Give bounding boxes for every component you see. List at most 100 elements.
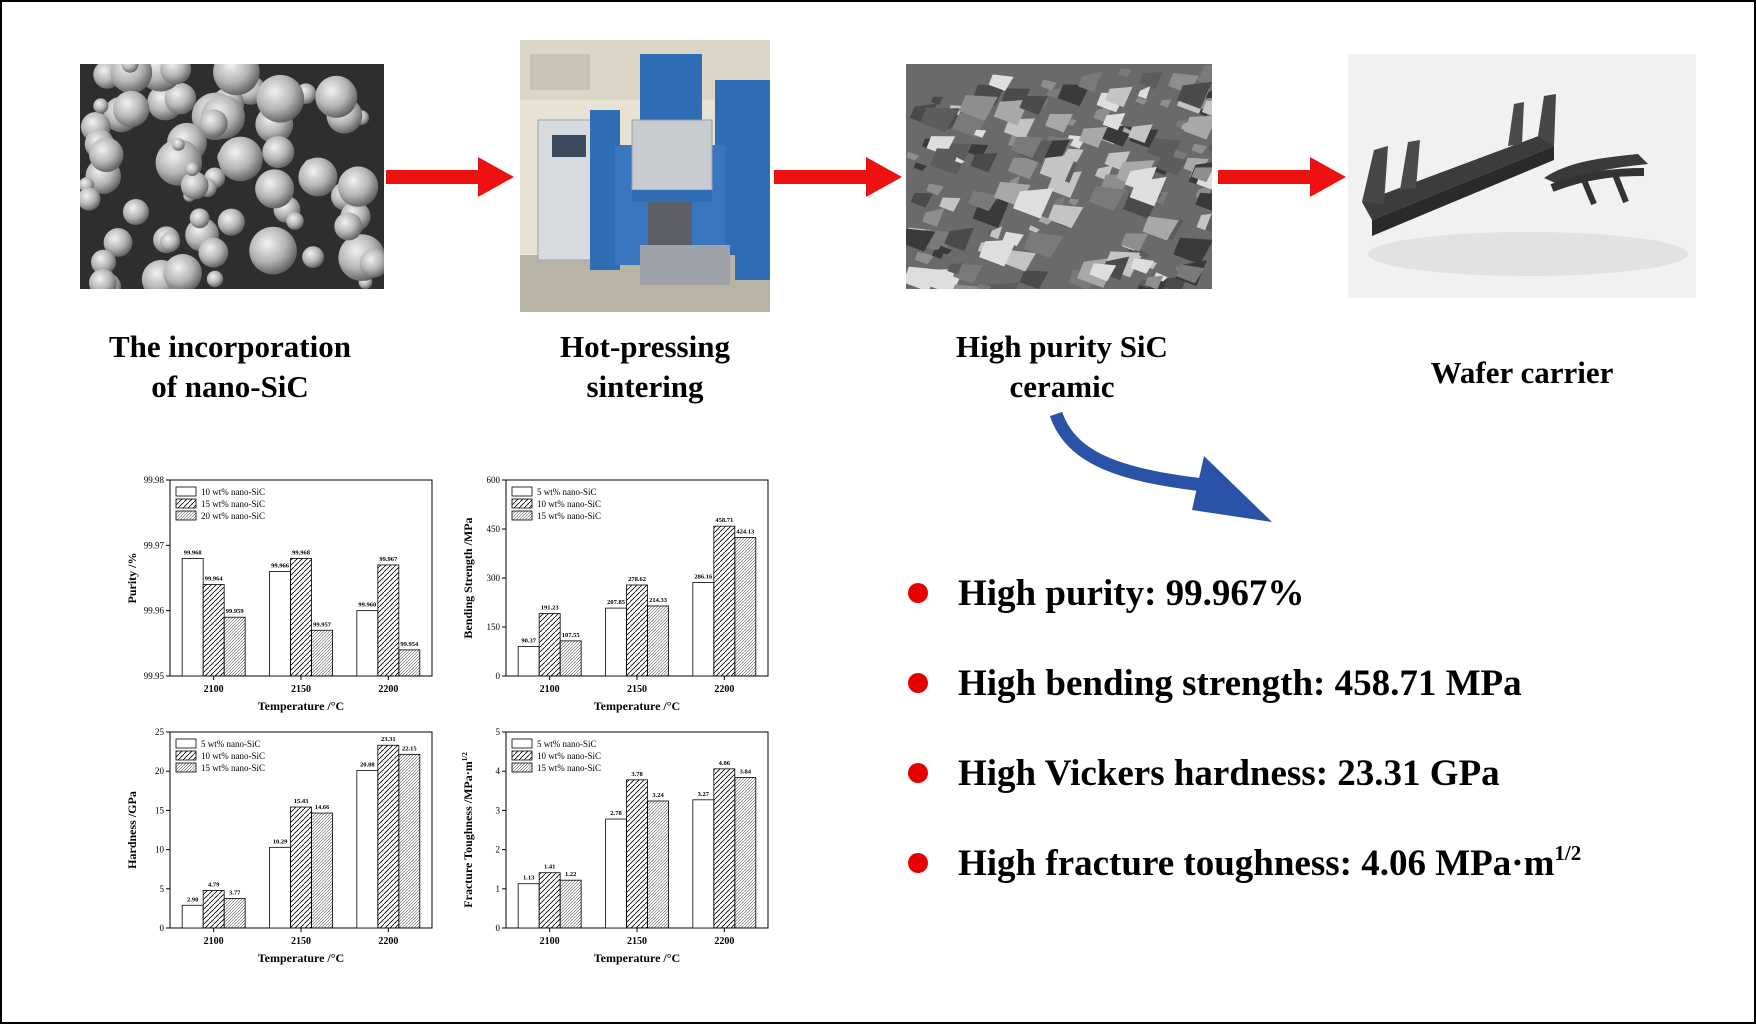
legend-swatch <box>511 762 533 773</box>
hot-pressing-furnace-image <box>520 40 770 312</box>
bar <box>605 818 627 929</box>
bar-value-label: 99.964 <box>205 576 224 583</box>
fracture-facet <box>1118 68 1132 78</box>
x-axis-label: Temperature /°C <box>258 951 344 965</box>
fracture-facet <box>1135 96 1148 105</box>
legend-label: 15 wt% nano-SiC <box>537 763 601 773</box>
highlight-superscript: 1/2 <box>1554 841 1582 865</box>
y-axis-label: Fracture Toughness /MPa·m1/2 <box>461 752 475 908</box>
bar <box>538 613 561 677</box>
legend-label: 10 wt% nano-SiC <box>537 751 601 761</box>
y-tick-label: 1 <box>496 884 501 894</box>
bar-value-label: 99.967 <box>379 556 398 563</box>
x-tick-label: 2200 <box>378 936 398 947</box>
caption-carrier: Wafer carrier <box>1430 355 1614 390</box>
legend-label: 5 wt% nano-SiC <box>537 487 597 497</box>
bar-value-label: 1.13 <box>523 875 535 882</box>
fracture-facet <box>952 263 983 284</box>
fracture-facet <box>922 208 945 227</box>
legend-swatch <box>175 750 197 761</box>
curved-arrow <box>1049 411 1272 522</box>
x-tick-label: 2200 <box>378 684 398 695</box>
fracture-facet <box>1124 166 1157 193</box>
bar <box>713 525 736 677</box>
powder-sphere <box>93 98 109 114</box>
bar <box>647 800 669 929</box>
fracture-facet <box>1146 137 1182 161</box>
fracture-facet <box>920 107 958 133</box>
bar-value-label: 99.960 <box>358 602 376 609</box>
fracture-facet <box>1175 265 1186 273</box>
bar <box>377 564 400 677</box>
powder-sphere <box>80 187 101 211</box>
bar-value-label: 4.06 <box>719 760 731 767</box>
fracture-facet <box>1023 231 1064 259</box>
bar <box>626 584 648 677</box>
bar-value-label: 458.71 <box>715 517 733 524</box>
powder-sphere <box>337 166 379 207</box>
fracture-facet <box>1077 71 1103 93</box>
fracture-facet <box>1206 179 1212 189</box>
y-tick-label: 3 <box>496 805 501 815</box>
fracture-facet <box>1105 86 1133 108</box>
y-tick-label: 25 <box>155 727 165 737</box>
legend-label: 5 wt% nano-SiC <box>537 739 597 749</box>
legend-swatch <box>175 762 197 773</box>
legend-label: 15 wt% nano-SiC <box>537 511 601 521</box>
bar-value-label: 90.37 <box>521 637 536 644</box>
fracture-facet <box>1138 72 1164 90</box>
legend-label: 15 wt% nano-SiC <box>201 499 265 509</box>
powder-sphere <box>213 64 260 96</box>
fracture-facet <box>974 129 987 138</box>
fracture-facet <box>1207 143 1212 152</box>
legend-swatch <box>511 738 533 749</box>
highlight-hardness: High Vickers hardness: 23.31 GPa <box>908 748 1500 798</box>
bar-value-label: 207.85 <box>607 599 626 606</box>
fracture-facet <box>1019 95 1048 115</box>
highlight-purity: High purity: 99.967% <box>908 568 1304 618</box>
y-tick-label: 2 <box>496 845 501 855</box>
bar-value-label: 22.15 <box>402 745 417 752</box>
sic-ceramic-fracture-image <box>906 64 1212 289</box>
powder-sphere <box>89 269 117 289</box>
y-tick-label: 150 <box>487 622 501 632</box>
fracture-facet <box>1197 64 1212 87</box>
y-axis-label: Bending Strength /MPa <box>461 517 475 638</box>
bar <box>223 616 246 677</box>
x-axis-label: Temperature /°C <box>594 951 680 965</box>
y-tick-label: 0 <box>496 671 501 681</box>
y-tick-label: 0 <box>160 923 165 933</box>
fracture-facet <box>977 284 992 289</box>
fracture-facet <box>1173 150 1188 160</box>
y-tick-label: 99.98 <box>144 475 165 485</box>
fracture-facet <box>906 266 941 289</box>
fracture-facet <box>1054 196 1066 208</box>
bar-value-label: 424.13 <box>736 528 755 535</box>
fracture-facet <box>906 228 936 252</box>
bar <box>398 753 421 929</box>
fracture-facet <box>1128 124 1153 144</box>
fracture-facet <box>1201 100 1212 116</box>
bar <box>538 872 561 929</box>
flow-arrow-1 <box>386 157 514 197</box>
bar-value-label: 99.968 <box>292 549 311 556</box>
highlight-fracture-toughness: High fracture toughness: 4.06 MPa·m1/2 <box>908 838 1581 888</box>
bar <box>605 607 627 677</box>
bar-value-label: 286.16 <box>694 574 713 581</box>
powder-sphere <box>122 199 149 225</box>
y-tick-label: 450 <box>487 524 501 534</box>
bar <box>559 879 582 929</box>
fracture-facet <box>910 192 933 208</box>
x-tick-label: 2100 <box>540 684 560 695</box>
highlight-text: High bending strength: 458.71 MPa <box>958 662 1522 704</box>
fracture-facet <box>1057 84 1091 107</box>
legend-swatch <box>511 510 533 521</box>
bar <box>269 846 291 929</box>
powder-sphere <box>315 75 358 118</box>
bar <box>223 898 246 929</box>
fracture-facet <box>1019 270 1049 289</box>
